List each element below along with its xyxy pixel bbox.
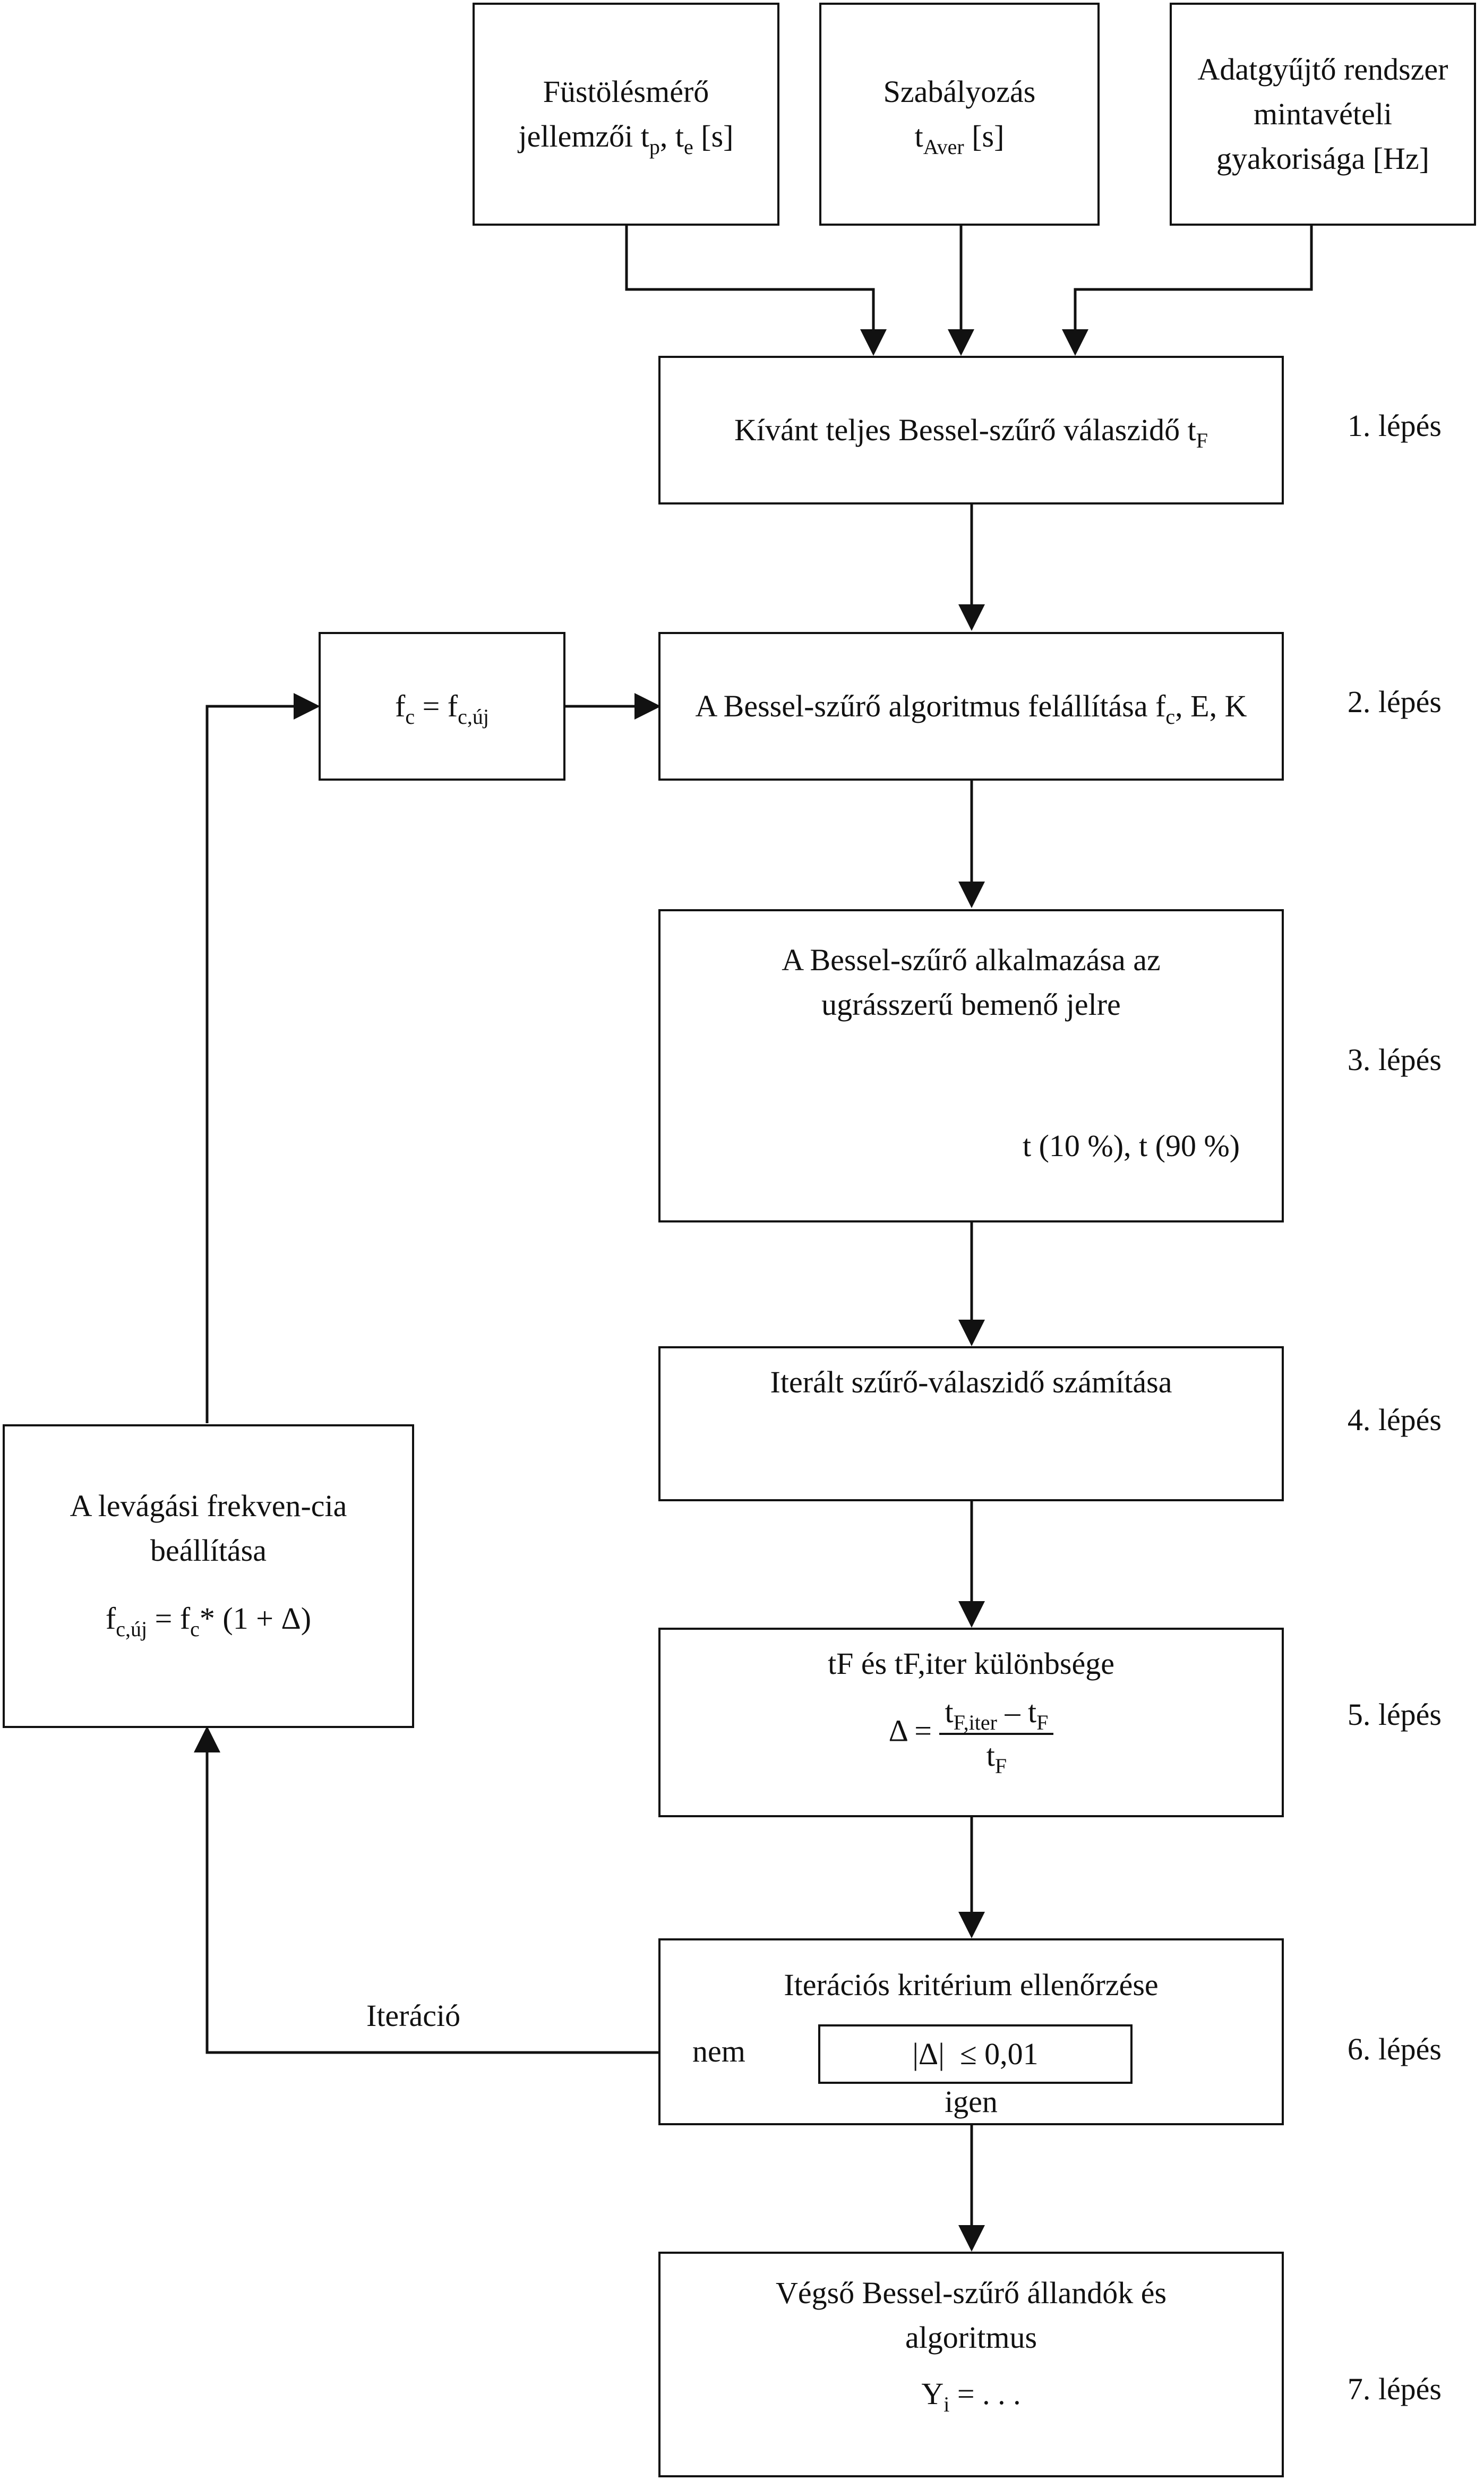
- step2-text: A Bessel-szűrő algoritmus felállítása fc…: [695, 689, 1247, 729]
- adjust-line1: A levágási frekven-cia: [70, 1489, 347, 1523]
- step1-box: Kívánt teljes Bessel-szűrő válaszidő tF: [658, 356, 1284, 504]
- daq-line3: gyakorisága [Hz]: [1216, 141, 1429, 176]
- arrow-smoke-to-step1: [625, 226, 887, 356]
- step6-no-label: nem: [692, 2034, 745, 2068]
- input-box-control: Szabályozás tAver [s]: [819, 3, 1100, 226]
- step6-yes-label: igen: [945, 2084, 998, 2119]
- criterion-text: |Δ| ≤ 0,01: [912, 2037, 1039, 2071]
- daq-line1: Adatgyűjtő rendszer: [1197, 52, 1448, 87]
- fc-update-box: fc = fc,új: [319, 632, 565, 781]
- step1-text: Kívánt teljes Bessel-szűrő válaszidő tF: [734, 413, 1208, 452]
- adjust-line2: beállítása: [150, 1533, 267, 1568]
- step5-box: tF és tF,iter különbsége Δ = tF,iter – t…: [658, 1628, 1284, 1817]
- step5-label: 5. lépés: [1347, 1697, 1442, 1732]
- arrow-adjust-to-fc: [205, 693, 320, 1423]
- step7-label: 7. lépés: [1347, 2372, 1442, 2406]
- arrow-step6-to-adjust: [194, 1726, 658, 2054]
- fc-update-formula: fc = fc,új: [395, 689, 489, 729]
- step6-label: 6. lépés: [1347, 2032, 1442, 2066]
- step2-label: 2. lépés: [1347, 685, 1442, 719]
- step6-title: Iterációs kritérium ellenőrzése: [784, 1968, 1159, 2002]
- step7-line1: Végső Bessel-szűrő állandók és: [775, 2276, 1167, 2310]
- step2-box: A Bessel-szűrő algoritmus felállítása fc…: [658, 632, 1284, 781]
- step4-box: Iterált szűrő-válaszidő számítása: [658, 1346, 1284, 1501]
- smoke-meter-line2: jellemzői tp, te [s]: [518, 119, 734, 159]
- step3-line2: ugrásszerű bemenő jelre: [821, 987, 1121, 1022]
- step5-title: tF és tF,iter különbsége: [828, 1646, 1114, 1681]
- step7-line2: algoritmus: [905, 2320, 1037, 2355]
- step5-formula: Δ = tF,iter – tF tF: [660, 1694, 1282, 1777]
- delta-fraction: tF,iter – tF tF: [939, 1694, 1054, 1777]
- adjust-formula: fc,új = fc* (1 + Δ): [105, 1601, 312, 1641]
- step7-formula: Yi = . . .: [921, 2376, 1021, 2416]
- control-line1: Szabályozás: [883, 74, 1036, 109]
- step4-label: 4. lépés: [1347, 1403, 1442, 1437]
- step7-box: Végső Bessel-szűrő állandók és algoritmu…: [658, 2252, 1284, 2477]
- daq-line2: mintavételi: [1254, 97, 1392, 131]
- adjust-frequency-box: A levágási frekven-cia beállítása fc,új …: [3, 1424, 414, 1728]
- step1-label: 1. lépés: [1347, 408, 1442, 443]
- step3-line1: A Bessel-szűrő alkalmazása az: [782, 943, 1161, 977]
- step3-box: A Bessel-szűrő alkalmazása az ugrásszerű…: [658, 909, 1284, 1222]
- step3-label: 3. lépés: [1347, 1042, 1442, 1077]
- step4-text: Iterált szűrő-válaszidő számítása: [770, 1365, 1172, 1399]
- input-box-smoke-meter: Füstölésmérő jellemzői tp, te [s]: [473, 3, 779, 226]
- step6-box: Iterációs kritérium ellenőrzése nem |Δ| …: [658, 1938, 1284, 2125]
- iteration-label: Iteráció: [366, 1998, 461, 2033]
- step3-times: t (10 %), t (90 %): [1023, 1128, 1240, 1163]
- control-line2: tAver [s]: [914, 119, 1005, 159]
- input-box-daq: Adatgyűjtő rendszer mintavételi gyakoris…: [1170, 3, 1476, 226]
- smoke-meter-line1: Füstölésmérő: [543, 74, 709, 109]
- criterion-box: |Δ| ≤ 0,01: [818, 2024, 1133, 2084]
- arrow-daq-to-step1: [1062, 226, 1313, 356]
